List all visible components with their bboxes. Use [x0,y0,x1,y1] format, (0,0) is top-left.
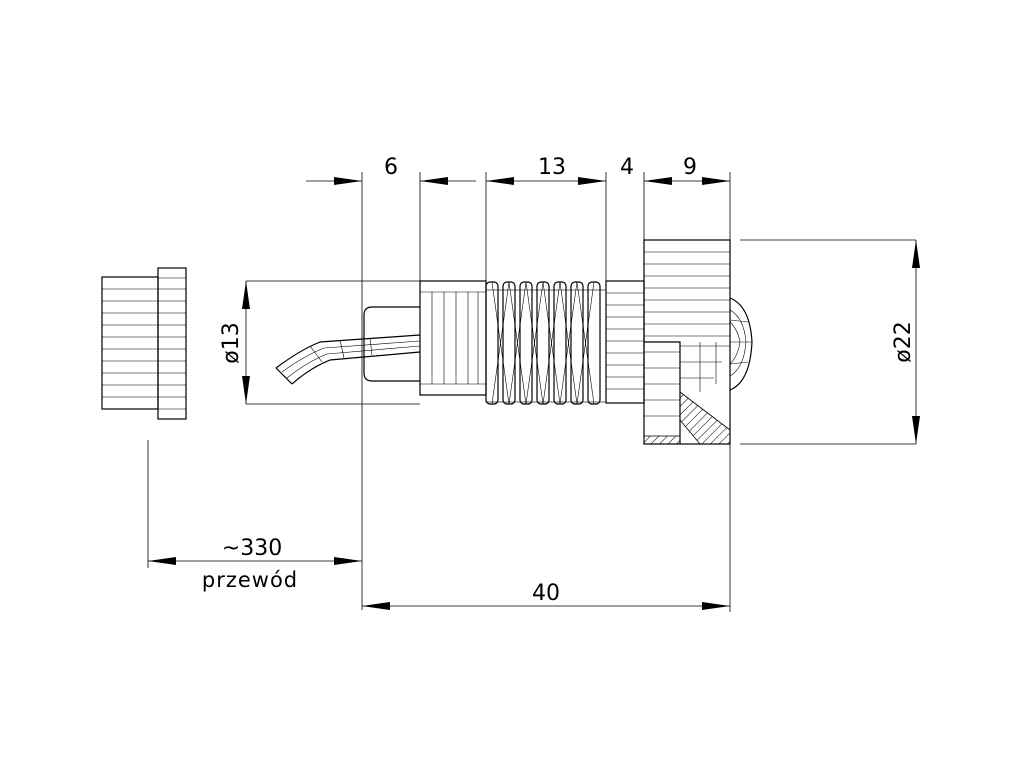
dome-tip [729,297,753,391]
dim-label-9: 9 [683,155,697,180]
dim-label-6: 6 [384,155,398,180]
dimension-arrows [148,177,920,610]
cable-end-cap [101,267,187,420]
cable [275,306,421,385]
sensor-head [643,239,731,445]
dim-label-dia-13: ø13 [219,322,244,363]
dim-label-13: 13 [538,155,566,180]
dim-label-4: 4 [620,155,634,180]
spring [485,281,601,405]
dimension-labels: 6 13 4 9 ø13 ø22 ~330 przewód 40 [202,155,916,606]
dim-label-dia-22: ø22 [891,321,916,362]
dim-label-total-length: 40 [532,581,560,606]
nut [605,280,645,404]
dim-label-cable-word: przewód [202,568,298,592]
dim-label-cable-length: ~330 [222,536,282,561]
threaded-body [419,280,607,403]
